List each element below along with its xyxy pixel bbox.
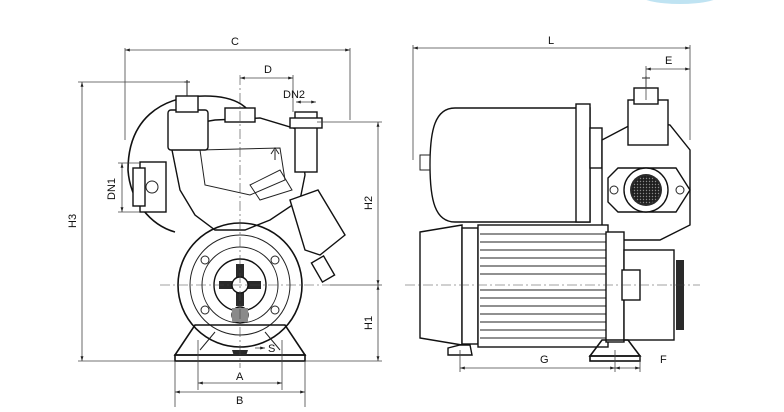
- dim-a: A: [197, 340, 283, 390]
- dim-b: B: [174, 361, 306, 407]
- dim-h1: H1: [305, 285, 382, 362]
- corner-highlight: [646, 0, 714, 4]
- dim-d: D: [240, 64, 294, 112]
- dim-h3: H3: [67, 81, 185, 362]
- label-g: G: [540, 354, 549, 366]
- dim-h2: H2: [317, 121, 382, 286]
- motor-fins: [480, 233, 606, 339]
- label-c: C: [231, 36, 239, 48]
- dim-g: G: [459, 350, 616, 372]
- label-s: S: [268, 343, 275, 355]
- label-dn2: DN2: [283, 89, 305, 101]
- side-view: [419, 76, 691, 362]
- label-h2: H2: [363, 196, 375, 210]
- label-h3: H3: [67, 214, 79, 228]
- label-b: B: [236, 395, 243, 407]
- label-e: E: [665, 55, 672, 67]
- dim-dn1: DN1: [106, 162, 140, 213]
- dim-e: E: [645, 55, 690, 100]
- dim-c: C: [124, 36, 351, 140]
- dim-f: F: [615, 354, 667, 372]
- label-f: F: [660, 354, 667, 366]
- dim-s: S: [255, 343, 275, 355]
- label-l: L: [548, 35, 554, 47]
- front-view: [127, 80, 346, 362]
- dim-l: L: [412, 35, 691, 160]
- label-d: D: [264, 64, 272, 76]
- dim-dn2: DN2: [283, 89, 316, 104]
- label-dn1: DN1: [106, 178, 118, 200]
- label-h1: H1: [363, 316, 375, 330]
- label-a: A: [236, 371, 244, 383]
